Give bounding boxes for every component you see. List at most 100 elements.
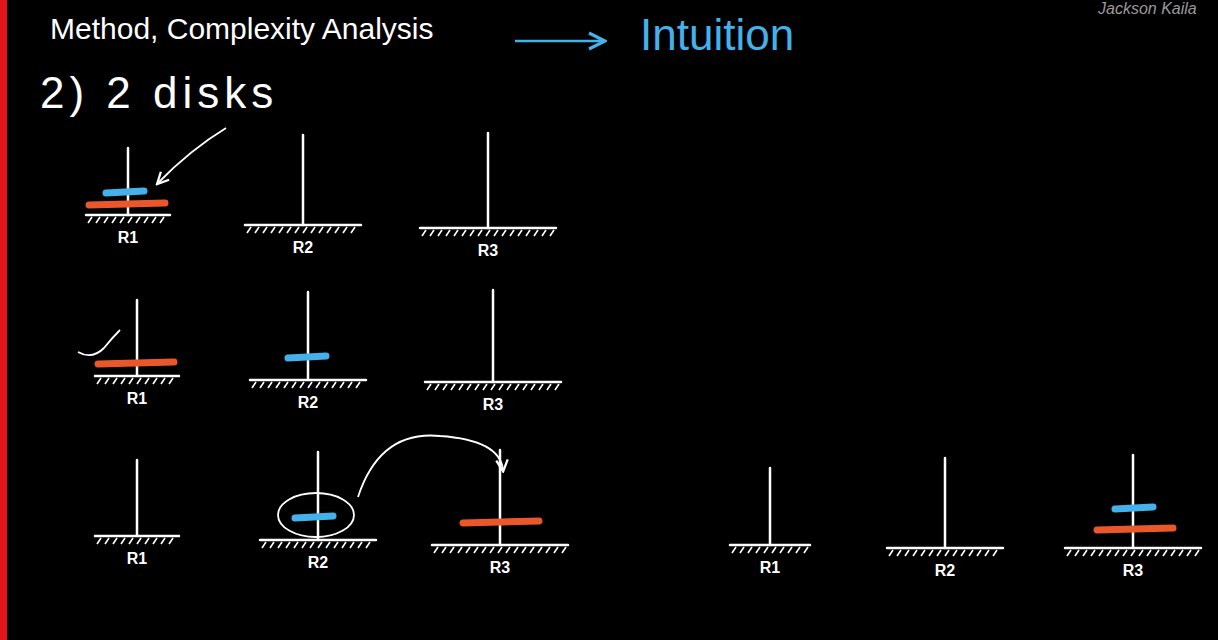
base-hatch (97, 538, 101, 544)
base-hatch (788, 547, 792, 553)
base-hatch (271, 227, 275, 233)
base-hatch (510, 230, 514, 236)
base-hatch (539, 384, 543, 390)
rod-pole (302, 135, 305, 225)
base-hatch (129, 538, 133, 544)
base-hatch (366, 542, 370, 548)
base-hatch (356, 382, 360, 388)
base-hatch (153, 538, 157, 544)
base-hatch (137, 378, 141, 384)
base-hatch (467, 384, 471, 390)
base-hatch (97, 378, 101, 384)
base-hatch (518, 230, 522, 236)
base-hatch (351, 227, 355, 233)
base-hatch (327, 227, 331, 233)
base-hatch (348, 382, 352, 388)
base-hatch (562, 547, 566, 553)
base-hatch (507, 384, 511, 390)
base-hatch (104, 217, 108, 223)
pointer-arrow (515, 40, 603, 43)
base-hatch (113, 538, 117, 544)
base-hatch (772, 547, 776, 553)
base-hatch (921, 550, 925, 556)
rod-label: R1 (127, 390, 147, 408)
base-hatch (316, 382, 320, 388)
base-hatch (294, 542, 298, 548)
base-hatch (450, 547, 454, 553)
base-hatch (324, 382, 328, 388)
base-hatch (454, 230, 458, 236)
rod (1065, 455, 1201, 556)
base-hatch (502, 230, 506, 236)
rod-pole (499, 450, 502, 545)
base-hatch (969, 550, 973, 556)
base-hatch (268, 382, 272, 388)
base-hatch (276, 382, 280, 388)
base-hatch (422, 230, 426, 236)
disk (295, 516, 333, 518)
base-hatch (255, 227, 259, 233)
base-hatch (491, 384, 495, 390)
base-hatch (153, 378, 157, 384)
base-hatch (438, 230, 442, 236)
disk (89, 203, 165, 205)
rod-label: R3 (483, 396, 503, 414)
base-hatch (1075, 550, 1079, 556)
base-hatch (311, 227, 315, 233)
base-hatch (1147, 550, 1151, 556)
base-hatch (466, 547, 470, 553)
base-hatch (538, 547, 542, 553)
base-hatch (96, 217, 100, 223)
base-hatch (451, 384, 455, 390)
rod-base (420, 227, 556, 230)
disk (106, 191, 144, 193)
base-hatch (295, 227, 299, 233)
rod (95, 460, 179, 544)
rod (425, 290, 561, 390)
base-hatch (252, 382, 256, 388)
rod (887, 458, 1003, 556)
base-hatch (105, 538, 109, 544)
base-hatch (542, 230, 546, 236)
disk (1115, 507, 1153, 509)
base-hatch (531, 384, 535, 390)
base-hatch (534, 230, 538, 236)
base-hatch (1171, 550, 1175, 556)
base-hatch (764, 547, 768, 553)
base-hatch (490, 547, 494, 553)
base-hatch (128, 217, 132, 223)
section-heading: 2) 2 disks (40, 68, 278, 119)
base-hatch (1115, 550, 1119, 556)
base-hatch (530, 547, 534, 553)
base-hatch (514, 547, 518, 553)
base-hatch (1195, 550, 1199, 556)
base-hatch (905, 550, 909, 556)
base-hatch (350, 542, 354, 548)
base-hatch (279, 227, 283, 233)
move-arrow (358, 436, 503, 497)
rod-pole (1132, 455, 1135, 548)
base-hatch (443, 384, 447, 390)
rod-label: R2 (935, 562, 955, 580)
base-hatch (462, 230, 466, 236)
rod-pole (492, 290, 495, 382)
base-hatch (546, 547, 550, 553)
base-hatch (342, 542, 346, 548)
base-hatch (318, 542, 322, 548)
base-hatch (113, 378, 117, 384)
rod-label: R1 (760, 559, 780, 577)
base-hatch (112, 217, 116, 223)
highlight-circle (278, 493, 354, 537)
base-hatch (748, 547, 752, 553)
rod-pole (769, 468, 772, 545)
rod-label: R1 (118, 229, 138, 247)
base-hatch (121, 538, 125, 544)
base-hatch (1139, 550, 1143, 556)
base-hatch (945, 550, 949, 556)
tick-mark (78, 330, 120, 355)
base-hatch (550, 230, 554, 236)
base-hatch (1163, 550, 1167, 556)
rod-pole (307, 292, 310, 380)
base-hatch (300, 382, 304, 388)
